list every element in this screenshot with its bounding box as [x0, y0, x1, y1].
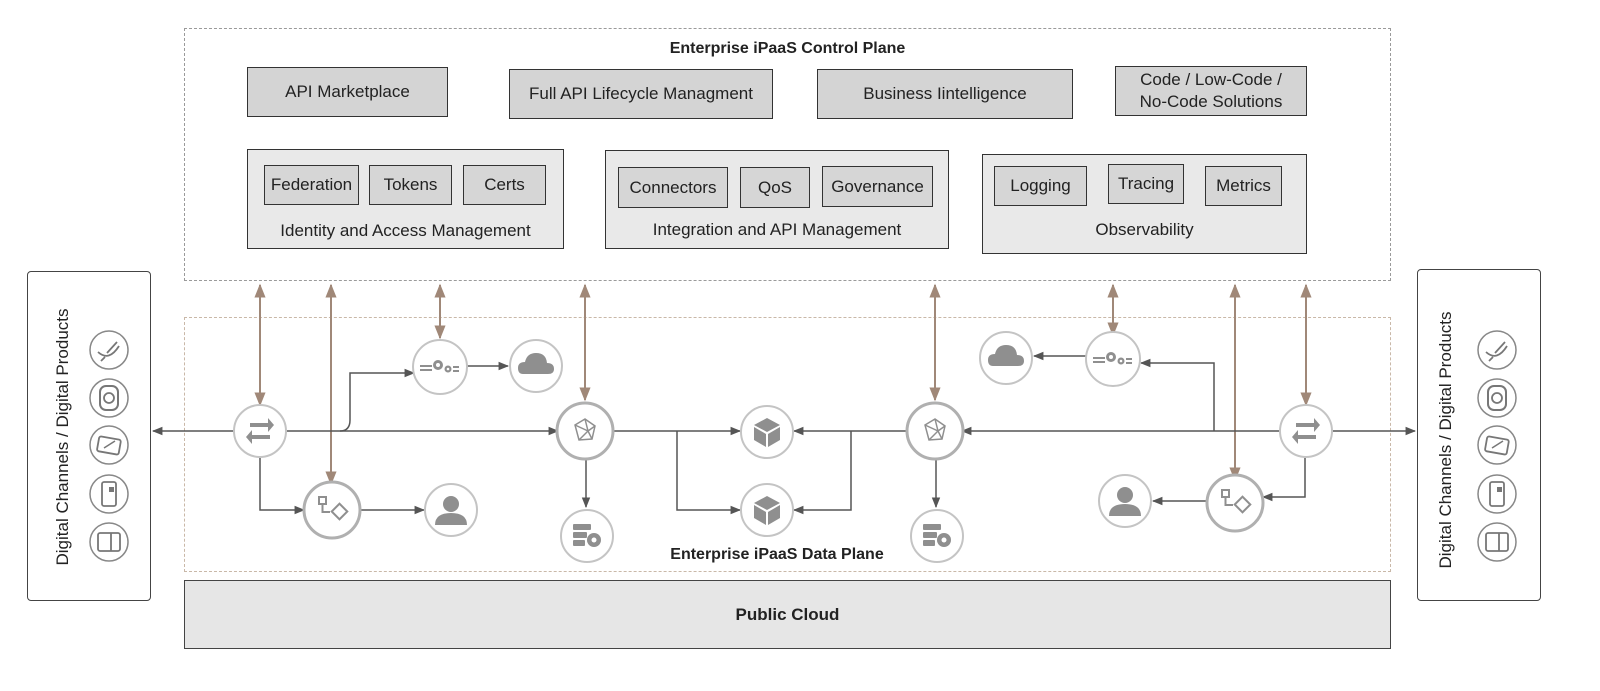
data-plane	[184, 317, 1391, 572]
cloud-icon	[518, 353, 554, 374]
workflow-node	[302, 480, 362, 540]
left-channel-icons	[89, 330, 129, 562]
smartwatch-icon	[89, 378, 129, 418]
cloud-icon	[988, 345, 1024, 366]
satellite-dish-icon	[89, 330, 129, 370]
right-channel-icons	[1477, 330, 1517, 562]
workflow-node	[1205, 473, 1265, 533]
pipeline-node	[412, 339, 468, 395]
server-settings-node	[560, 509, 614, 563]
integration-api-label: Integration and API Management	[652, 220, 902, 239]
code-solutions-box: Code / Low-Code / No-Code Solutions	[1115, 66, 1307, 116]
control-plane	[184, 28, 1391, 281]
kiosk-icon	[1477, 522, 1517, 562]
exchange-node	[233, 404, 287, 458]
tablet-icon	[89, 425, 129, 465]
gateway-node	[905, 401, 965, 461]
public-cloud-box: Public Cloud	[184, 580, 1391, 649]
server-settings-node	[910, 509, 964, 563]
qos-chip: QoS	[740, 167, 810, 208]
workflow-icon	[1221, 489, 1252, 514]
api-lifecycle-box: Full API Lifecycle Managment	[509, 69, 773, 119]
mobile-phone-icon	[89, 474, 129, 514]
api-marketplace-box: API Marketplace	[247, 67, 448, 117]
tablet-icon	[1477, 425, 1517, 465]
exchange-node	[1279, 404, 1333, 458]
network-mesh-icon	[574, 418, 596, 441]
product-node	[740, 405, 794, 459]
federation-chip: Federation	[264, 165, 359, 205]
governance-chip: Governance	[822, 166, 933, 207]
metrics-chip: Metrics	[1205, 166, 1282, 206]
user-icon	[1109, 487, 1141, 516]
cloud-node	[979, 331, 1033, 385]
smartwatch-icon	[1477, 378, 1517, 418]
certs-chip: Certs	[463, 165, 546, 205]
processing-gears-icon	[420, 360, 459, 373]
product-node	[740, 483, 794, 537]
package-box-icon	[754, 418, 780, 447]
cloud-node	[509, 339, 563, 393]
server-gear-icon	[923, 524, 951, 547]
package-box-icon	[754, 496, 780, 525]
server-gear-icon	[573, 524, 601, 547]
kiosk-icon	[89, 522, 129, 562]
user-node	[1098, 474, 1152, 528]
control-plane-title: Enterprise iPaaS Control Plane	[669, 40, 906, 57]
pipeline-node	[1085, 331, 1141, 387]
tracing-chip: Tracing	[1108, 164, 1184, 204]
mobile-phone-icon	[1477, 474, 1517, 514]
user-node	[424, 483, 478, 537]
workflow-icon	[318, 496, 349, 521]
data-plane-title: Enterprise iPaaS Data Plane	[670, 546, 884, 563]
identity-access-label: Identity and Access Management	[280, 221, 531, 240]
connectors-chip: Connectors	[618, 167, 728, 208]
left-digital-channels-panel	[27, 271, 151, 601]
business-intelligence-box: Business Iintelligence	[817, 69, 1073, 119]
observability-label: Observability	[1095, 220, 1194, 239]
network-mesh-icon	[924, 418, 946, 441]
user-icon	[435, 496, 467, 525]
gateway-node	[555, 401, 615, 461]
satellite-dish-icon	[1477, 330, 1517, 370]
swap-arrows-icon	[1292, 418, 1320, 444]
tokens-chip: Tokens	[369, 165, 452, 205]
logging-chip: Logging	[994, 166, 1087, 206]
swap-arrows-icon	[246, 418, 274, 444]
processing-gears-icon	[1093, 352, 1132, 365]
